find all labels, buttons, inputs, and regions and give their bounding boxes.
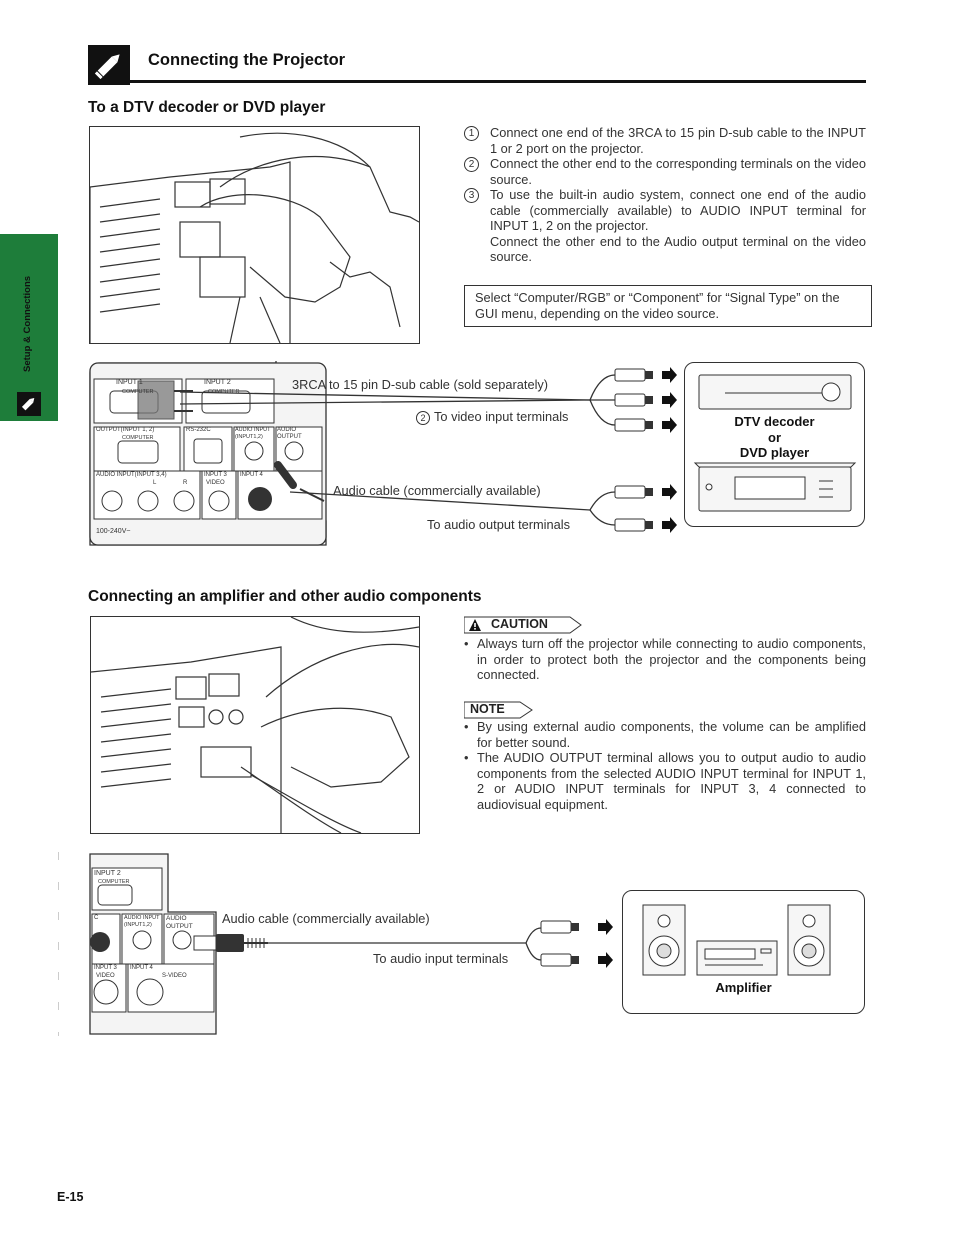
note-item-1: By using external audio components, the … xyxy=(464,719,866,750)
step-1-text: Connect one end of the 3RCA to 15 pin D-… xyxy=(490,125,866,156)
video-terminals-number: 2 xyxy=(416,411,430,425)
amplifier-device-box: Amplifier xyxy=(622,890,865,1014)
section2-heading: Connecting an amplifier and other audio … xyxy=(88,588,482,605)
projector-terminal-panel: INPUT 1 INPUT 2 COMPUTER COMPUTER OUTPUT… xyxy=(88,361,328,547)
step-1: 1 Connect one end of the 3RCA to 15 pin D… xyxy=(464,125,866,156)
amplifier-caption: Amplifier xyxy=(715,980,772,995)
panel2-input2-label: INPUT 2 xyxy=(94,870,121,877)
panel-input2-label: INPUT 2 xyxy=(204,379,231,386)
panel-audio-input-label: AUDIO INPUT xyxy=(235,427,271,433)
panel2-computer-label: COMPUTER xyxy=(98,879,130,885)
panel2-audio-input-label: AUDIO INPUT xyxy=(124,915,160,921)
panel-audio-input34-label: AUDIO INPUT(INPUT 3,4) xyxy=(96,472,167,478)
sidebar-pen-icon xyxy=(17,392,41,416)
panel2-audio-output-label: AUDIO OUTPUT xyxy=(166,915,193,930)
video-input-terminals-label: 2 To video input terminals xyxy=(416,409,568,425)
device-caption-line3: DVD player xyxy=(739,445,810,460)
diagram2-cables xyxy=(193,919,613,968)
panel-power-label: 100-240V~ xyxy=(96,528,131,535)
step-1-number: 1 xyxy=(464,126,479,141)
panel-r-label: R xyxy=(183,480,188,486)
arrow-right-icon xyxy=(662,367,677,533)
note-list: By using external audio components, the … xyxy=(464,719,866,812)
panel-computer-label-2: COMPUTER xyxy=(208,389,240,395)
device-caption-line1: DTV decoder xyxy=(734,414,815,429)
step-2-number: 2 xyxy=(464,157,479,172)
sidebar-label: Setup & Connections xyxy=(22,275,33,372)
step-2: 2 Connect the other end to the correspond… xyxy=(464,156,866,187)
panel-audio-output-label: AUDIO OUTPUT xyxy=(277,427,302,440)
audio-output-terminals-label: To audio output terminals xyxy=(427,517,570,532)
video-terminals-text: To video input terminals xyxy=(434,409,569,424)
header-title: Connecting the Projector xyxy=(148,51,346,69)
note-label: NOTE xyxy=(470,702,505,716)
panel-input3-label: INPUT 3 xyxy=(204,472,227,478)
device-caption: DTV decoder or DVD player xyxy=(685,414,864,461)
panel-output-label: OUTPUT(INPUT 1, 2) xyxy=(96,427,155,433)
panel2-input4-label: INPUT 4 xyxy=(130,965,153,971)
panel-input1-label: INPUT 1 xyxy=(116,379,143,386)
panel-input4-label: INPUT 4 xyxy=(240,472,263,478)
step-3-extra: Connect the other end to the Audio outpu… xyxy=(490,233,866,265)
panel2-video-label: VIDEO xyxy=(96,973,115,979)
caution-label: CAUTION xyxy=(491,617,548,631)
section-pen-icon xyxy=(88,45,130,85)
panel-video-label: VIDEO xyxy=(206,480,225,486)
step-3-number: 3 xyxy=(464,188,479,203)
page-number: E-15 xyxy=(57,1190,84,1204)
illustration-hand-audio-cable xyxy=(90,616,420,834)
panel-audio-input-sub-label: (INPUT1,2) xyxy=(235,434,263,440)
panel-computer-label-3: COMPUTER xyxy=(122,435,154,441)
panel2-input3-label: INPUT 3 xyxy=(94,965,117,971)
caution-list: Always turn off the projector while conn… xyxy=(464,636,866,683)
sidebar-tab xyxy=(0,234,58,421)
arrow-right-icon-2 xyxy=(598,919,613,968)
panel-rs232c-label: RS-232C xyxy=(186,427,211,433)
panel2-audio-input-sub-label: (INPUT1,2) xyxy=(124,922,152,928)
panel-computer-label-1: COMPUTER xyxy=(122,389,154,395)
illustration-hand-plugging-cable xyxy=(89,126,420,344)
audio-input-terminals-label: To audio input terminals xyxy=(373,951,509,966)
instruction-steps: 1 Connect one end of the 3RCA to 15 pin D… xyxy=(464,125,866,265)
dtv-dvd-device-box: DTV decoder or DVD player xyxy=(684,362,865,527)
note-tag: NOTE xyxy=(463,701,534,719)
signal-type-note: Select “Computer/RGB” or “Component” for… xyxy=(464,285,872,327)
projector-terminal-panel-partial: INPUT 2 COMPUTER C AUDIO INPUT (INPUT1,2… xyxy=(57,852,218,1036)
note-item-2: The AUDIO OUTPUT terminal allows you to … xyxy=(464,750,866,812)
cable-3rca-label: 3RCA to 15 pin D-sub cable (sold separat… xyxy=(292,377,549,392)
panel-l-label: L xyxy=(153,480,157,486)
section1-heading: To a DTV decoder or DVD player xyxy=(88,99,326,116)
panel2-rs232c-label: C xyxy=(94,915,99,921)
caution-item: Always turn off the projector while conn… xyxy=(464,636,866,683)
device-caption-line2: or xyxy=(768,429,781,445)
caution-tag: CAUTION xyxy=(463,616,582,634)
header-rule xyxy=(88,80,866,83)
audio-cable-label-2: Audio cable (commercially available) xyxy=(222,911,430,926)
step-3-text: To use the built-in audio system, connec… xyxy=(490,187,866,233)
step-3: 3 To use the built-in audio system, conne… xyxy=(464,187,866,265)
step-2-text: Connect the other end to the correspondi… xyxy=(490,156,866,187)
audio-cable-label-1: Audio cable (commercially available) xyxy=(333,483,541,498)
diagram1-cables xyxy=(179,367,677,533)
panel2-svideo-label: S-VIDEO xyxy=(162,973,187,979)
